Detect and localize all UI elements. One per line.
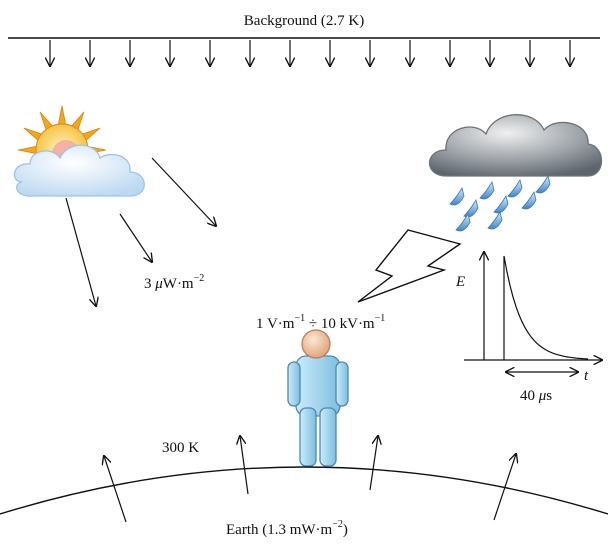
sun-ray bbox=[57, 105, 67, 125]
solar-flux-label: 3 μW·m−2 bbox=[144, 273, 204, 292]
field-range-label: 1 V·m−1 ÷ 10 kV·m−1 bbox=[256, 313, 385, 332]
temperature-label: 300 K bbox=[162, 440, 199, 456]
rain-drop bbox=[535, 174, 551, 194]
solar-arrow-3 bbox=[65, 197, 96, 306]
solar-arrow-2 bbox=[119, 213, 152, 262]
pulse-y-label: E bbox=[455, 274, 465, 290]
rain-drop bbox=[493, 194, 509, 214]
earth-arrow bbox=[104, 456, 127, 523]
pulse-duration-label: 40 μs bbox=[520, 388, 552, 404]
earth-arrow bbox=[369, 436, 378, 491]
background-label: Background (2.7 K) bbox=[244, 13, 364, 29]
rain-drop bbox=[449, 186, 465, 206]
earth-label: Earth (1.3 mW·m−2) bbox=[226, 519, 348, 538]
lightning-icon bbox=[357, 229, 462, 303]
rain-drop bbox=[455, 212, 471, 232]
pulse-curve bbox=[503, 255, 589, 360]
sun-ray bbox=[17, 145, 37, 155]
rain-drop bbox=[507, 178, 523, 198]
earth-arrow bbox=[240, 436, 249, 495]
rain-drop bbox=[521, 190, 537, 210]
earth-radiation-arrows bbox=[104, 436, 516, 523]
sun-cloud-icon bbox=[13, 105, 145, 197]
pulse-graph: E t 40 μs bbox=[455, 252, 602, 404]
background-radiation-arrows bbox=[50, 40, 570, 66]
solar-arrow-1 bbox=[151, 157, 216, 226]
rain-drop bbox=[487, 210, 503, 230]
earth-surface bbox=[0, 466, 608, 515]
pulse-x-label: t bbox=[584, 368, 589, 384]
rain-drop bbox=[479, 180, 495, 200]
earth-arrow bbox=[493, 454, 516, 521]
storm-cloud-icon bbox=[429, 114, 602, 232]
person-icon bbox=[287, 329, 349, 467]
rain-drop bbox=[463, 198, 479, 218]
rain-drops bbox=[449, 174, 551, 232]
